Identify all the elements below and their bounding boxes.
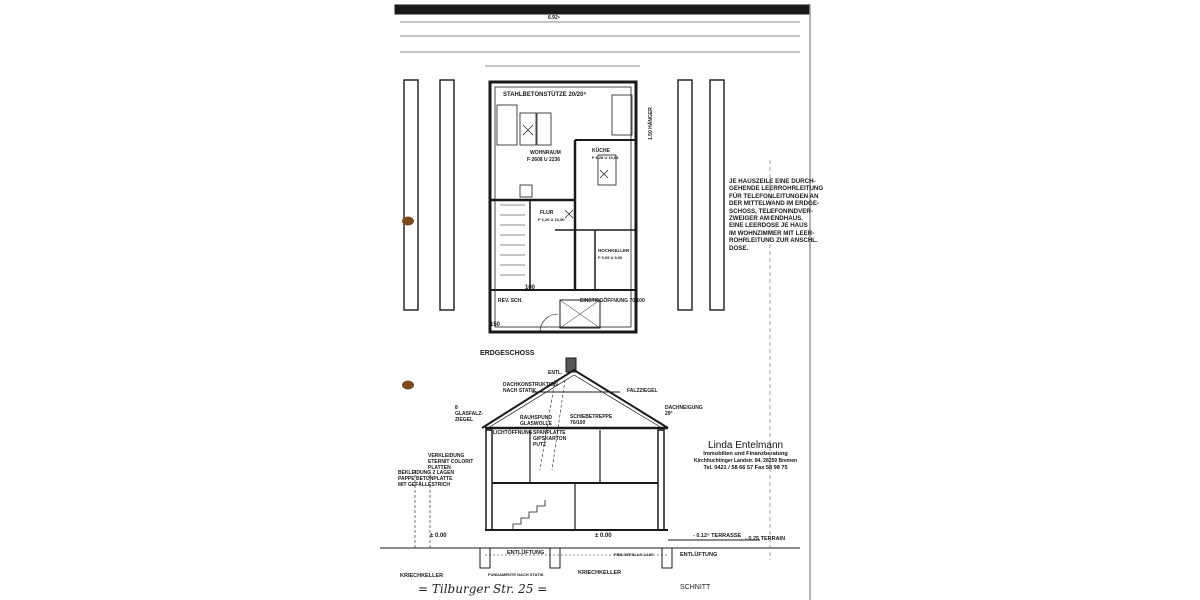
label-vent-2: ENTLÜFTUNG bbox=[680, 552, 718, 558]
house-section bbox=[380, 357, 800, 569]
dim-100: 100 bbox=[525, 285, 536, 291]
house-plan bbox=[488, 80, 638, 334]
label-board: SPANPLATTE GIPSKARTON PUTZ bbox=[533, 430, 567, 448]
plan-title: ERDGESCHOSS bbox=[480, 350, 535, 357]
label-cellar: HOCHKELLER bbox=[598, 248, 630, 253]
stamp-name: Linda Entelmann bbox=[708, 440, 784, 451]
note-line: EINE LEERDOSE JE HAUS bbox=[729, 222, 808, 230]
label-column: STAHLBETONSTÜTZE 20/20⁵ bbox=[503, 92, 587, 98]
label-vent-top: ENTL. bbox=[548, 370, 563, 376]
label-roof-struct: DACHKONSTRUKTION NACH STATIK bbox=[503, 382, 558, 394]
neighbour-walls-right bbox=[677, 79, 725, 311]
note-line: IM WOHNZIMMER MIT LEER- bbox=[729, 229, 815, 237]
label-kitchen: KÜCHE bbox=[592, 148, 610, 154]
label-living: WOHNRAUM bbox=[530, 150, 561, 156]
section-title: SCHNITT bbox=[680, 584, 711, 591]
label-terrain: - 0.25 TERRAIN bbox=[745, 536, 786, 542]
note-line: ROHRLEITUNG ZUR ANSCHL. bbox=[729, 237, 818, 245]
punch-hole bbox=[402, 380, 414, 390]
stamp-subtitle: Immobilien und Finanzberatung bbox=[703, 451, 788, 457]
label-kitchen-area: F 6,28 U 10,64 bbox=[592, 155, 619, 160]
label-glass-tiles: 8 GLASFALZ-ZIEGEL bbox=[455, 405, 484, 423]
note-line: ZWEIGER AM ENDHAUS. bbox=[729, 215, 804, 223]
agent-stamp: Linda Entelmann Immobilien und Finanzber… bbox=[694, 440, 797, 472]
telephone-note: JE HAUSZEILE EINE DURCH- GEHENDE LEERROH… bbox=[729, 178, 823, 252]
label-opening: EINSTIEGÖFFNUNG 70/100 bbox=[580, 298, 645, 304]
label-tiles: FALZZIEGEL bbox=[627, 388, 658, 394]
label-rev: REV. SCH. bbox=[498, 298, 523, 304]
label-terrace: - 0.12⁵ TERRASSE bbox=[693, 533, 742, 539]
label-light: LICHTÖFFNUNG bbox=[493, 430, 533, 436]
label-cellar-area: F 5,05 U 9,06 bbox=[598, 255, 623, 260]
label-ladder: SCHIEBETREPPE 70/100 bbox=[570, 414, 613, 426]
label-foundation: FUNDAMENTE NACH STATIK bbox=[488, 572, 544, 577]
label-cladding: VERKLEIDUNG ETERNIT COLORIT PLATTEN bbox=[428, 453, 474, 471]
note-line: DER MITTELWAND IM ERDGE- bbox=[729, 200, 820, 208]
label-pitch: DACHNEIGUNG 29° bbox=[665, 405, 703, 417]
label-vent-1: ENTLÜFTUNG bbox=[507, 550, 545, 556]
label-slope: FBB GEFÄLLE 1:100 bbox=[614, 552, 654, 557]
label-level-mid: ± 0.00 bbox=[595, 533, 612, 539]
neighbour-walls-left bbox=[403, 79, 455, 311]
note-line: DOSE. bbox=[729, 244, 749, 252]
note-line: FÜR TELEFONLEITUNGEN AN bbox=[729, 192, 819, 200]
label-level-left: ± 0.00 bbox=[430, 533, 447, 539]
punch-hole bbox=[402, 216, 414, 226]
label-crawl-2: KRIECHKELLER bbox=[578, 570, 622, 576]
label-hanger: 1.50 HÄNGER bbox=[648, 107, 654, 140]
handwritten-address: = Tilburger Str. 25 = bbox=[418, 582, 548, 596]
note-line: JE HAUSZEILE EINE DURCH- bbox=[729, 178, 816, 185]
label-hall: FLUR bbox=[540, 210, 554, 216]
label-insulation: RAUHSPUND GLASWOLLE bbox=[520, 415, 552, 427]
dim-150: 150 bbox=[490, 322, 501, 328]
stamp-address: Kirchhuchtinger Landstr. 84, 28259 Breme… bbox=[694, 458, 798, 464]
label-roof-cover: BEKLEIDUNG 2 LAGEN PAPPE BETONPLATTE MIT… bbox=[398, 470, 455, 488]
label-hall-area: F 6,26 U 10,50 bbox=[538, 217, 565, 222]
stamp-phone: Tel. 0421 / 58 66 57 Fax 58 98 75 bbox=[703, 465, 788, 471]
label-living-area: F 2608 U 2236 bbox=[527, 157, 561, 163]
dim-width: 6.92⁵ bbox=[548, 15, 561, 21]
scan-edge-bar bbox=[394, 4, 811, 15]
note-line: SCHOSS, TELEFONINDVER- bbox=[729, 207, 813, 215]
label-crawl-1: KRIECHKELLER bbox=[400, 573, 444, 579]
note-line: GEHENDE LEERROHRLEITUNG bbox=[729, 185, 824, 193]
